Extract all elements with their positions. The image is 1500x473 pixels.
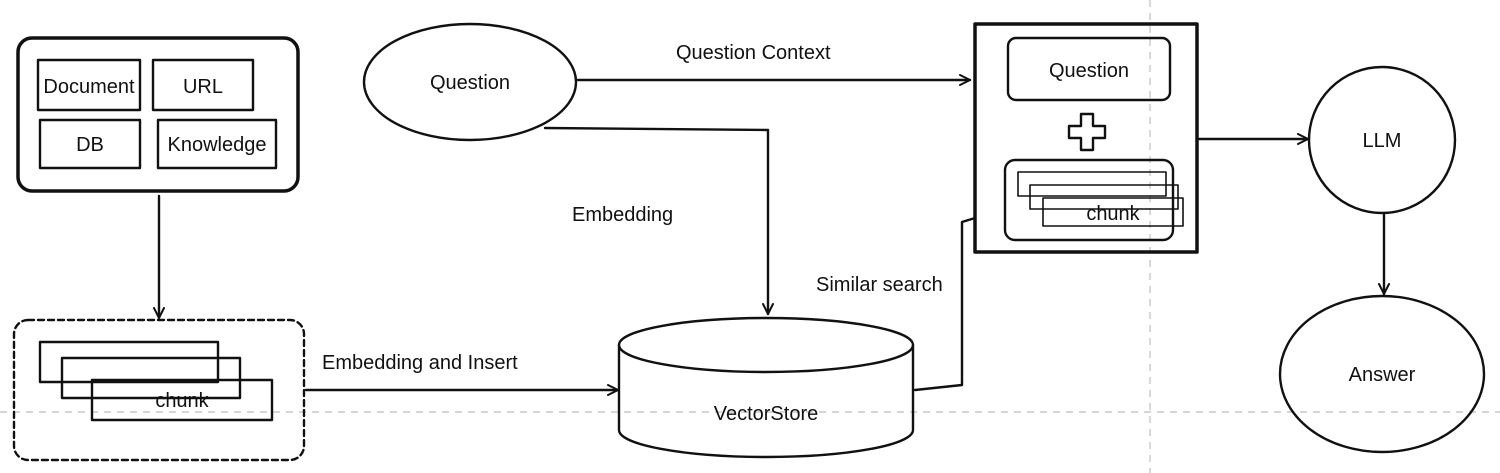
question-ellipse (362, 22, 578, 142)
edge-label-question-context: Question Context (676, 42, 831, 64)
source-url-label: URL (183, 76, 223, 98)
question-node-label: Question (430, 72, 510, 94)
source-url-box (151, 58, 255, 112)
data-sources-container (16, 36, 300, 193)
edge-label-embedding-insert: Embedding and Insert (322, 352, 518, 374)
vectorstore-cylinder-top (617, 316, 915, 374)
vectorstore-node: VectorStore (617, 316, 915, 459)
answer-node: Answer (1278, 294, 1486, 454)
prompt-chunk-card-back (1017, 171, 1167, 197)
edge-label-embedding: Embedding (572, 204, 673, 226)
chunk-card-front (90, 378, 274, 422)
arrow-vectorstore-to-prompt (913, 216, 977, 392)
source-document-box (36, 58, 142, 112)
prompt-question-label: Question (1049, 60, 1129, 82)
source-db-label: DB (76, 134, 104, 156)
source-knowledge-label: Knowledge (168, 134, 267, 156)
source-knowledge-box (156, 118, 278, 170)
prompt-chunk-card-front (1042, 197, 1184, 227)
plus-icon (1067, 112, 1107, 152)
llm-node: LLM (1307, 65, 1457, 215)
prompt-chunk-card-middle (1029, 184, 1179, 210)
prompt-container (973, 22, 1199, 254)
llm-circle (1307, 65, 1457, 215)
prompt-question-box (1006, 36, 1172, 102)
arrow-question-to-vectorstore (543, 126, 768, 316)
prompt-assembly-group: Question chunk (973, 22, 1199, 254)
prompt-chunk-label: chunk (1086, 203, 1140, 225)
chunk-stack-group: chunk (12, 318, 306, 462)
answer-label: Answer (1349, 364, 1416, 386)
llm-label: LLM (1363, 130, 1402, 152)
prompt-chunk-container (1003, 158, 1175, 242)
vectorstore-label: VectorStore (714, 403, 819, 425)
source-db-box (38, 118, 142, 170)
chunk-card-back (38, 340, 220, 384)
edge-label-similar-search: Similar search (816, 274, 943, 296)
answer-ellipse (1278, 294, 1486, 454)
source-document-label: Document (43, 76, 135, 98)
vectorstore-cylinder-body (617, 343, 915, 459)
question-node: Question (362, 22, 578, 142)
chunk-stack-label: chunk (155, 390, 209, 412)
data-sources-group: Document URL DB Knowledge (16, 36, 300, 193)
chunk-card-middle (60, 356, 242, 400)
chunk-stack-container (12, 318, 306, 462)
